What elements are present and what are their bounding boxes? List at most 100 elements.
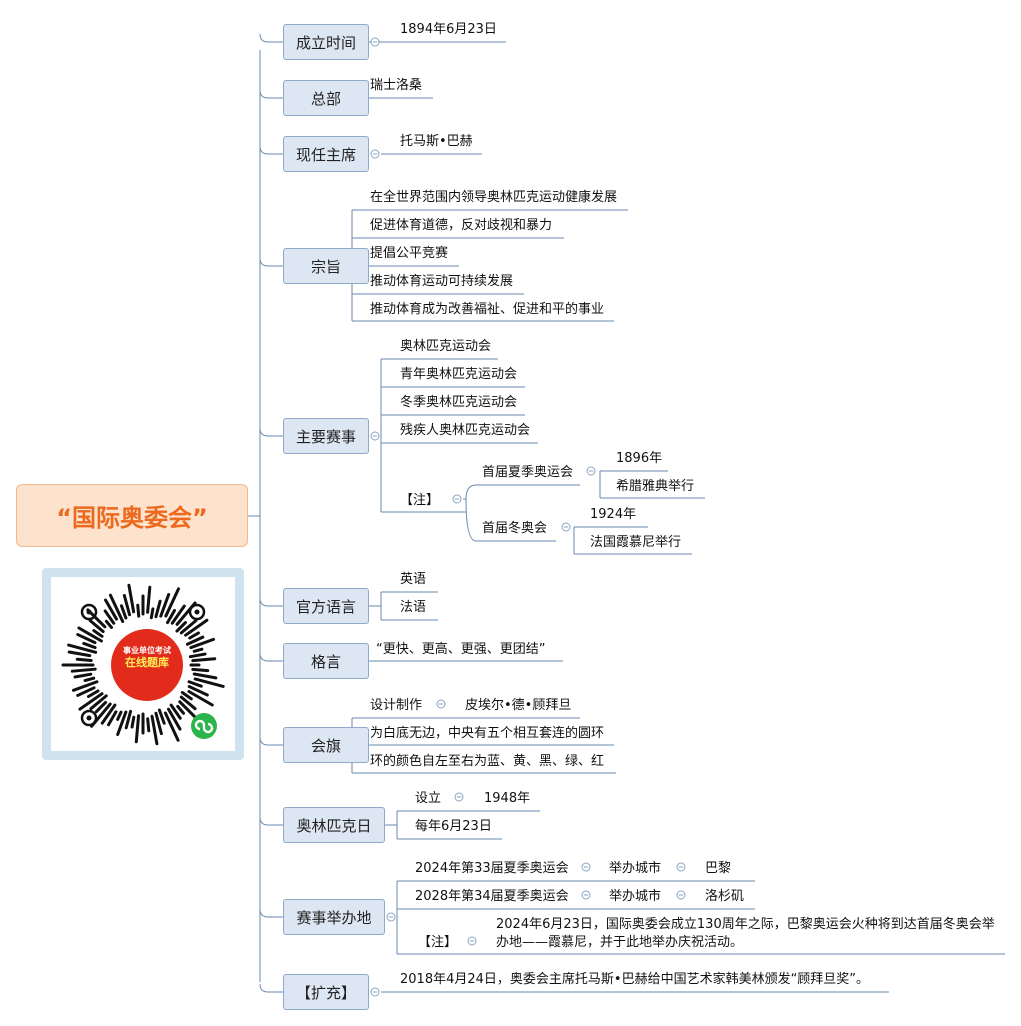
qr-dot (176, 704, 185, 715)
motto-value[interactable]: “更快、更高、更强、更团结” (376, 642, 546, 657)
flag-designer[interactable]: 皮埃尔•德•顾拜旦 (465, 698, 572, 713)
qr-dot (75, 657, 93, 662)
qr-dot (76, 686, 96, 697)
host-city-label[interactable]: 举办城市 (609, 861, 662, 876)
qr-dot (104, 619, 114, 629)
qr-dot (179, 695, 197, 711)
purpose-item[interactable]: 在全世界范围内领导奥林匹克运动健康发展 (370, 190, 618, 205)
connector (259, 597, 283, 607)
qr-dot (86, 689, 100, 698)
olympic-day-date[interactable]: 每年6月23日 (415, 819, 492, 834)
branch-founded[interactable]: 成立时间 (283, 24, 369, 60)
hosts-note[interactable]: 【注】 (418, 935, 458, 950)
qr-dot (188, 652, 207, 659)
qr-dot (187, 680, 203, 688)
connector (465, 484, 580, 500)
purpose-item[interactable]: 推动体育运动可持续发展 (370, 274, 514, 289)
branch-hq[interactable]: 总部 (283, 80, 369, 116)
purpose-item[interactable]: 提倡公平竞赛 (370, 246, 449, 261)
event-item[interactable]: 冬季奥林匹克运动会 (400, 395, 518, 410)
qr-dot (76, 633, 97, 645)
branch-flag[interactable]: 会旗 (283, 727, 369, 763)
qr-dot (122, 593, 132, 617)
qr-dot (179, 619, 198, 635)
connector (259, 33, 283, 43)
flag-desc[interactable]: 环的颜色自左至右为蓝、黄、黑、绿、红 (370, 754, 605, 769)
connector (259, 816, 283, 826)
qr-dot (169, 703, 182, 720)
qr-dot (154, 599, 162, 619)
qr-dot (119, 604, 128, 620)
qr-dot (124, 709, 133, 730)
qr-dot (185, 635, 205, 646)
qr-dot (191, 667, 210, 673)
qr-finder-dot (86, 715, 92, 721)
host-2028-games[interactable]: 2028年第34届夏季奥运会 (415, 889, 569, 904)
founded-date[interactable]: 1894年6月23日 (400, 22, 497, 37)
branch-hosts[interactable]: 赛事举办地 (283, 899, 385, 935)
branch-motto[interactable]: 格言 (283, 643, 369, 679)
host-2024-games[interactable]: 2024年第33届夏季奥运会 (415, 861, 569, 876)
connector (259, 257, 283, 267)
qr-badge: 事业单位考试 在线题库 (111, 629, 183, 701)
qr-finder-dot (194, 609, 200, 615)
qr-dot (78, 692, 104, 711)
first-winter-games[interactable]: 首届冬奥会 (482, 521, 548, 536)
olympic-day-established-label[interactable]: 设立 (415, 791, 442, 806)
first-summer-games[interactable]: 首届夏季奥运会 (482, 465, 574, 480)
olympic-day-established[interactable]: 1948年 (484, 791, 531, 806)
flag-desc[interactable]: 为白底无边，中央有五个相互套连的圆环 (370, 726, 605, 741)
winter-year[interactable]: 1924年 (590, 507, 637, 522)
branch-extra[interactable]: 【扩充】 (283, 974, 369, 1010)
qr-finder-icon (80, 709, 98, 727)
flag-designer-label[interactable]: 设计制作 (370, 698, 423, 713)
purpose-item[interactable]: 推动体育成为改善福祉、促进和平的事业 (370, 302, 605, 317)
event-item[interactable]: 残疾人奥林匹克运动会 (400, 423, 531, 438)
president-value[interactable]: 托马斯•巴赫 (400, 134, 473, 149)
qr-dot (116, 710, 128, 737)
qr-dot (163, 711, 180, 742)
summer-place[interactable]: 希腊雅典举行 (616, 479, 695, 494)
branch-language[interactable]: 官方语言 (283, 588, 369, 624)
qr-dot (159, 593, 171, 618)
extra-text[interactable]: 2018年4月24日，奥委会主席托马斯•巴赫给中国艺术家韩美林颁发“顾拜旦奖”。 (400, 972, 870, 987)
qr-dot (188, 631, 200, 640)
branch-olympic-day[interactable]: 奥林匹克日 (283, 807, 385, 843)
summer-year[interactable]: 1896年 (616, 451, 663, 466)
qr-dot (192, 672, 218, 680)
branch-president[interactable]: 现任主席 (283, 136, 369, 172)
qr-dot (157, 708, 166, 725)
qr-dot (100, 703, 117, 725)
qr-dot (180, 691, 193, 701)
qr-dot (67, 643, 98, 654)
qr-dot (71, 680, 99, 692)
event-item[interactable]: 青年奥林匹克运动会 (400, 367, 518, 382)
qr-finder-dot (86, 609, 92, 615)
branch-events[interactable]: 主要赛事 (283, 418, 369, 454)
qr-code: 事业单位考试 在线题库 (42, 568, 244, 760)
qr-dot (82, 641, 97, 650)
events-note[interactable]: 【注】 (400, 493, 440, 508)
qr-dot (175, 621, 187, 633)
language-item[interactable]: 英语 (400, 572, 427, 587)
language-item[interactable]: 法语 (400, 600, 427, 615)
qr-dot (104, 598, 118, 621)
host-city-label[interactable]: 举办城市 (609, 889, 662, 904)
hq-value[interactable]: 瑞士洛桑 (370, 78, 423, 93)
purpose-item[interactable]: 促进体育道德，反对歧视和暴力 (370, 218, 553, 233)
qr-dot (164, 587, 180, 618)
host-city-2028[interactable]: 洛杉矶 (705, 889, 745, 904)
qr-dot (67, 650, 92, 658)
qr-dot (154, 711, 163, 736)
event-item[interactable]: 奥林匹克运动会 (400, 339, 492, 354)
winter-place[interactable]: 法国霞慕尼举行 (590, 535, 682, 550)
connector (259, 652, 283, 662)
branch-purpose[interactable]: 宗旨 (283, 248, 369, 284)
host-city-2024[interactable]: 巴黎 (705, 861, 732, 876)
qr-dot (189, 637, 215, 650)
hosts-note-text[interactable]: 2024年6月23日，国际奥委会成立130周年之际，巴黎奥运会火种将到达首届冬奥… (496, 917, 995, 950)
qr-dot (149, 607, 155, 620)
qr-dot (150, 714, 159, 746)
root-topic[interactable]: “国际奥委会” (16, 484, 248, 547)
